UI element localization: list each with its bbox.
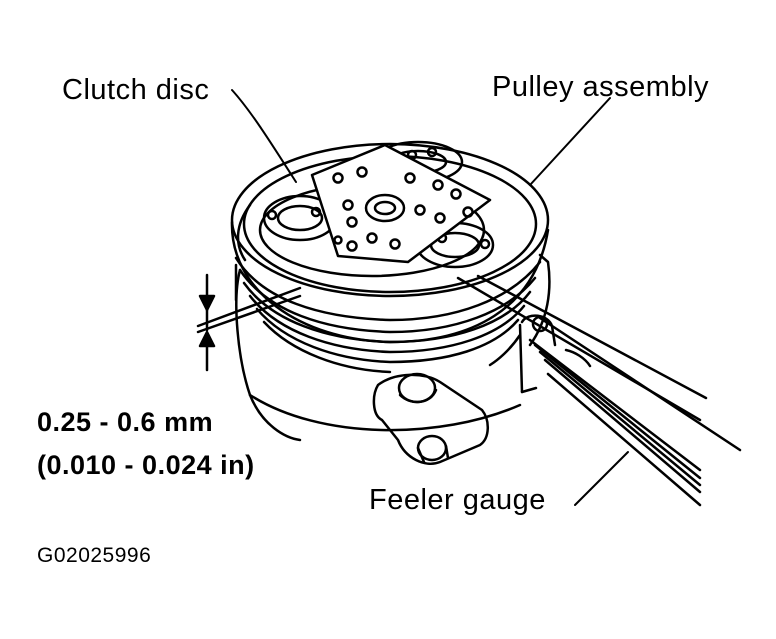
clearance-spec-metric: 0.25 - 0.6 mm — [37, 407, 214, 437]
leader-lines — [231, 89, 629, 506]
feeler-gauge-leader — [574, 451, 629, 506]
feeler-gauge — [456, 274, 742, 507]
pulley-assembly-label: Pulley assembly — [492, 71, 710, 103]
feeler-gauge-label: Feeler gauge — [369, 484, 546, 516]
figure-code: G02025996 — [37, 544, 152, 567]
clutch-disc-leader — [231, 89, 297, 183]
pulley-assembly-leader — [529, 97, 611, 186]
clutch-disc-label: Clutch disc — [62, 74, 210, 106]
mounting-ear — [372, 372, 489, 465]
clearance-dimension — [196, 273, 302, 372]
hub-plate — [310, 143, 492, 264]
clearance-spec-imperial: (0.010 - 0.024 in) — [37, 450, 255, 480]
